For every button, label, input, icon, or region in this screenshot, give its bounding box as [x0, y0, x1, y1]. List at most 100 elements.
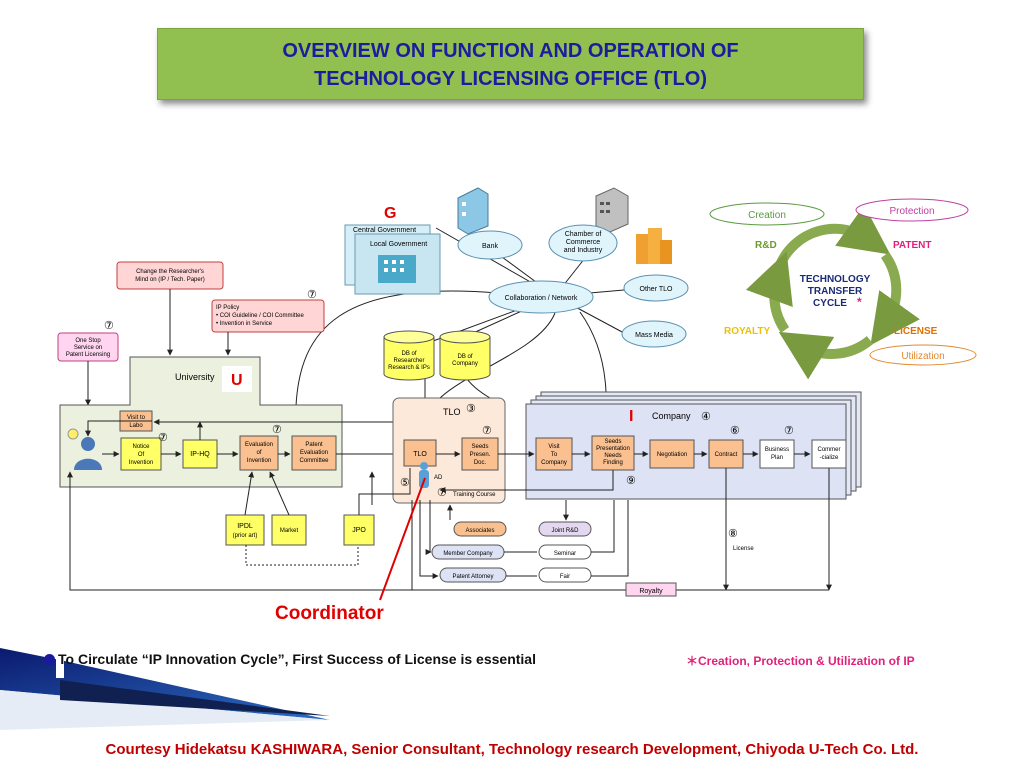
market-box	[271, 514, 307, 546]
chamber-line-1: Chamber of	[565, 231, 602, 238]
seminar-label: Seminar	[554, 551, 576, 557]
visit-company-box	[535, 437, 573, 471]
commercialize-line-1: Commer	[817, 447, 840, 453]
step-9: ⑨	[626, 475, 636, 487]
cycle-line-1: TECHNOLOGY	[800, 274, 871, 285]
ipdl-line-2: (prior art)	[233, 533, 258, 539]
commercialize-line-2: -cialize	[820, 455, 839, 461]
cycle-line-3: CYCLE	[813, 298, 847, 309]
ad-person-icon	[419, 462, 429, 488]
db-researcher-line-2: Researcher	[393, 358, 424, 364]
one-stop-line-1: One Stop	[75, 338, 101, 344]
tech-transfer-cycle: TECHNOLOGY TRANSFER CYCLE * Creation Pro…	[709, 198, 977, 380]
researcher-person-icon	[67, 428, 102, 470]
notice-line-3: Invention	[129, 460, 153, 466]
creation-label: Creation	[748, 210, 786, 221]
company-label: Company	[652, 411, 691, 421]
step-7-one-stop: ⑦	[104, 320, 114, 332]
step-3: ③	[466, 403, 476, 415]
evaluation-line-1: Evaluation	[245, 442, 273, 448]
commercialize-box	[811, 439, 847, 469]
chamber-building-icon	[595, 187, 629, 233]
local-gov-label: Local Government	[370, 241, 427, 248]
step-7-seeds: ⑦	[482, 425, 492, 437]
ipdl-box	[225, 514, 265, 546]
coordinator-pointer	[379, 477, 426, 601]
i-letter: I	[629, 408, 633, 425]
seeds-needs-line-4: Finding	[603, 460, 623, 466]
step-6: ⑥	[730, 425, 740, 437]
bank-node	[457, 230, 523, 260]
patent-attorney-pill	[439, 567, 507, 583]
university-label: University	[175, 372, 215, 382]
jpo-box	[343, 514, 375, 546]
title-box: OVERVIEW ON FUNCTION AND OPERATION OF TE…	[157, 28, 864, 100]
seeds-needs-line-1: Seeds	[604, 439, 621, 445]
g-letter: G	[384, 205, 396, 222]
cycle-line-2: TRANSFER	[808, 286, 863, 297]
contract-label: Contract	[715, 452, 738, 458]
evaluation-line-3: Invention	[247, 458, 271, 464]
visit-company-line-1: Visit	[548, 444, 560, 450]
step-7-notice: ⑦	[158, 432, 168, 444]
ip-policy-line-3: • Invention in Service	[216, 321, 273, 327]
change-researcher-line-1: Change the Researcher's	[136, 269, 204, 275]
visit-company-line-2: To	[551, 452, 558, 458]
evaluation-box	[239, 435, 279, 471]
joint-rd-label: Joint R&D	[551, 528, 579, 534]
visit-company-line-3: Company	[541, 460, 567, 466]
step-4: ④	[701, 411, 711, 423]
utilization-label: Utilization	[901, 351, 944, 362]
u-letter: U	[231, 372, 243, 389]
tlo-box	[403, 439, 437, 467]
joint-rd-pill	[538, 521, 592, 537]
market-label: Market	[280, 528, 299, 534]
seeds-needs-line-3: Needs	[604, 453, 621, 459]
protection-label: Protection	[889, 206, 934, 217]
rd-label: R&D	[755, 240, 777, 251]
title-line-1: OVERVIEW ON FUNCTION AND OPERATION OF	[282, 40, 739, 62]
other-tlo-node	[623, 274, 689, 302]
seeds-presen-line-1: Seeds	[471, 444, 488, 450]
license-cycle-label: LICENSE	[894, 326, 938, 337]
training-label: Training Course	[453, 492, 496, 498]
negotiation-label: Negotiation	[657, 452, 687, 458]
notice-line-1: Notice	[132, 444, 150, 450]
db-company-line-1: DB of	[457, 354, 472, 360]
footer-bullet: To Circulate “IP Innovation Cycle”, Firs…	[44, 651, 664, 667]
seeds-presen-line-3: Doc.	[474, 460, 487, 466]
title-line-2: TECHNOLOGY LICENSING OFFICE (TLO)	[314, 68, 707, 90]
iphq-label: IP-HQ	[190, 451, 210, 458]
resource-arrows	[244, 468, 411, 566]
tlo-box-label: TLO	[413, 451, 427, 458]
government-building-icon	[378, 255, 416, 283]
db-researcher-cylinder: DB of Researcher Research & IPs	[383, 330, 435, 381]
seeds-presen-line-2: Presen.	[470, 452, 491, 458]
bank-building-icon	[457, 187, 489, 235]
notice-box	[120, 437, 162, 471]
associates-label: Associates	[465, 528, 494, 534]
negotiation-box	[649, 439, 695, 469]
patent-eval-line-1: Patent	[305, 442, 323, 448]
central-gov-label: Central Government	[353, 227, 416, 234]
patent-eval-line-2: Evaluation	[300, 450, 328, 456]
ad-label: AD	[434, 475, 443, 481]
one-stop-line-2: Service on	[74, 345, 102, 351]
business-plan-box	[759, 439, 795, 469]
tlo-region-label: TLO	[443, 407, 461, 417]
coordinator-label: Coordinator	[275, 603, 384, 624]
footer-note: ＊Creation, Protection & Utilization of I…	[686, 654, 915, 668]
notice-line-2: Of	[138, 452, 145, 458]
footer-bullet-text: To Circulate “IP Innovation Cycle”, Firs…	[58, 651, 536, 667]
patent-eval-line-3: Committee	[299, 458, 329, 464]
business-plan-line-1: Business	[765, 447, 789, 453]
license-label: License	[733, 546, 754, 552]
collab-node	[488, 280, 594, 314]
seeds-presen-box	[461, 437, 499, 471]
ip-policy-line-2: • COI Guideline / COI Committee	[216, 313, 304, 319]
other-tlo-label: Other TLO	[640, 286, 673, 293]
bank-label: Bank	[482, 243, 498, 250]
associates-pill	[453, 521, 507, 537]
chamber-node	[548, 224, 618, 262]
